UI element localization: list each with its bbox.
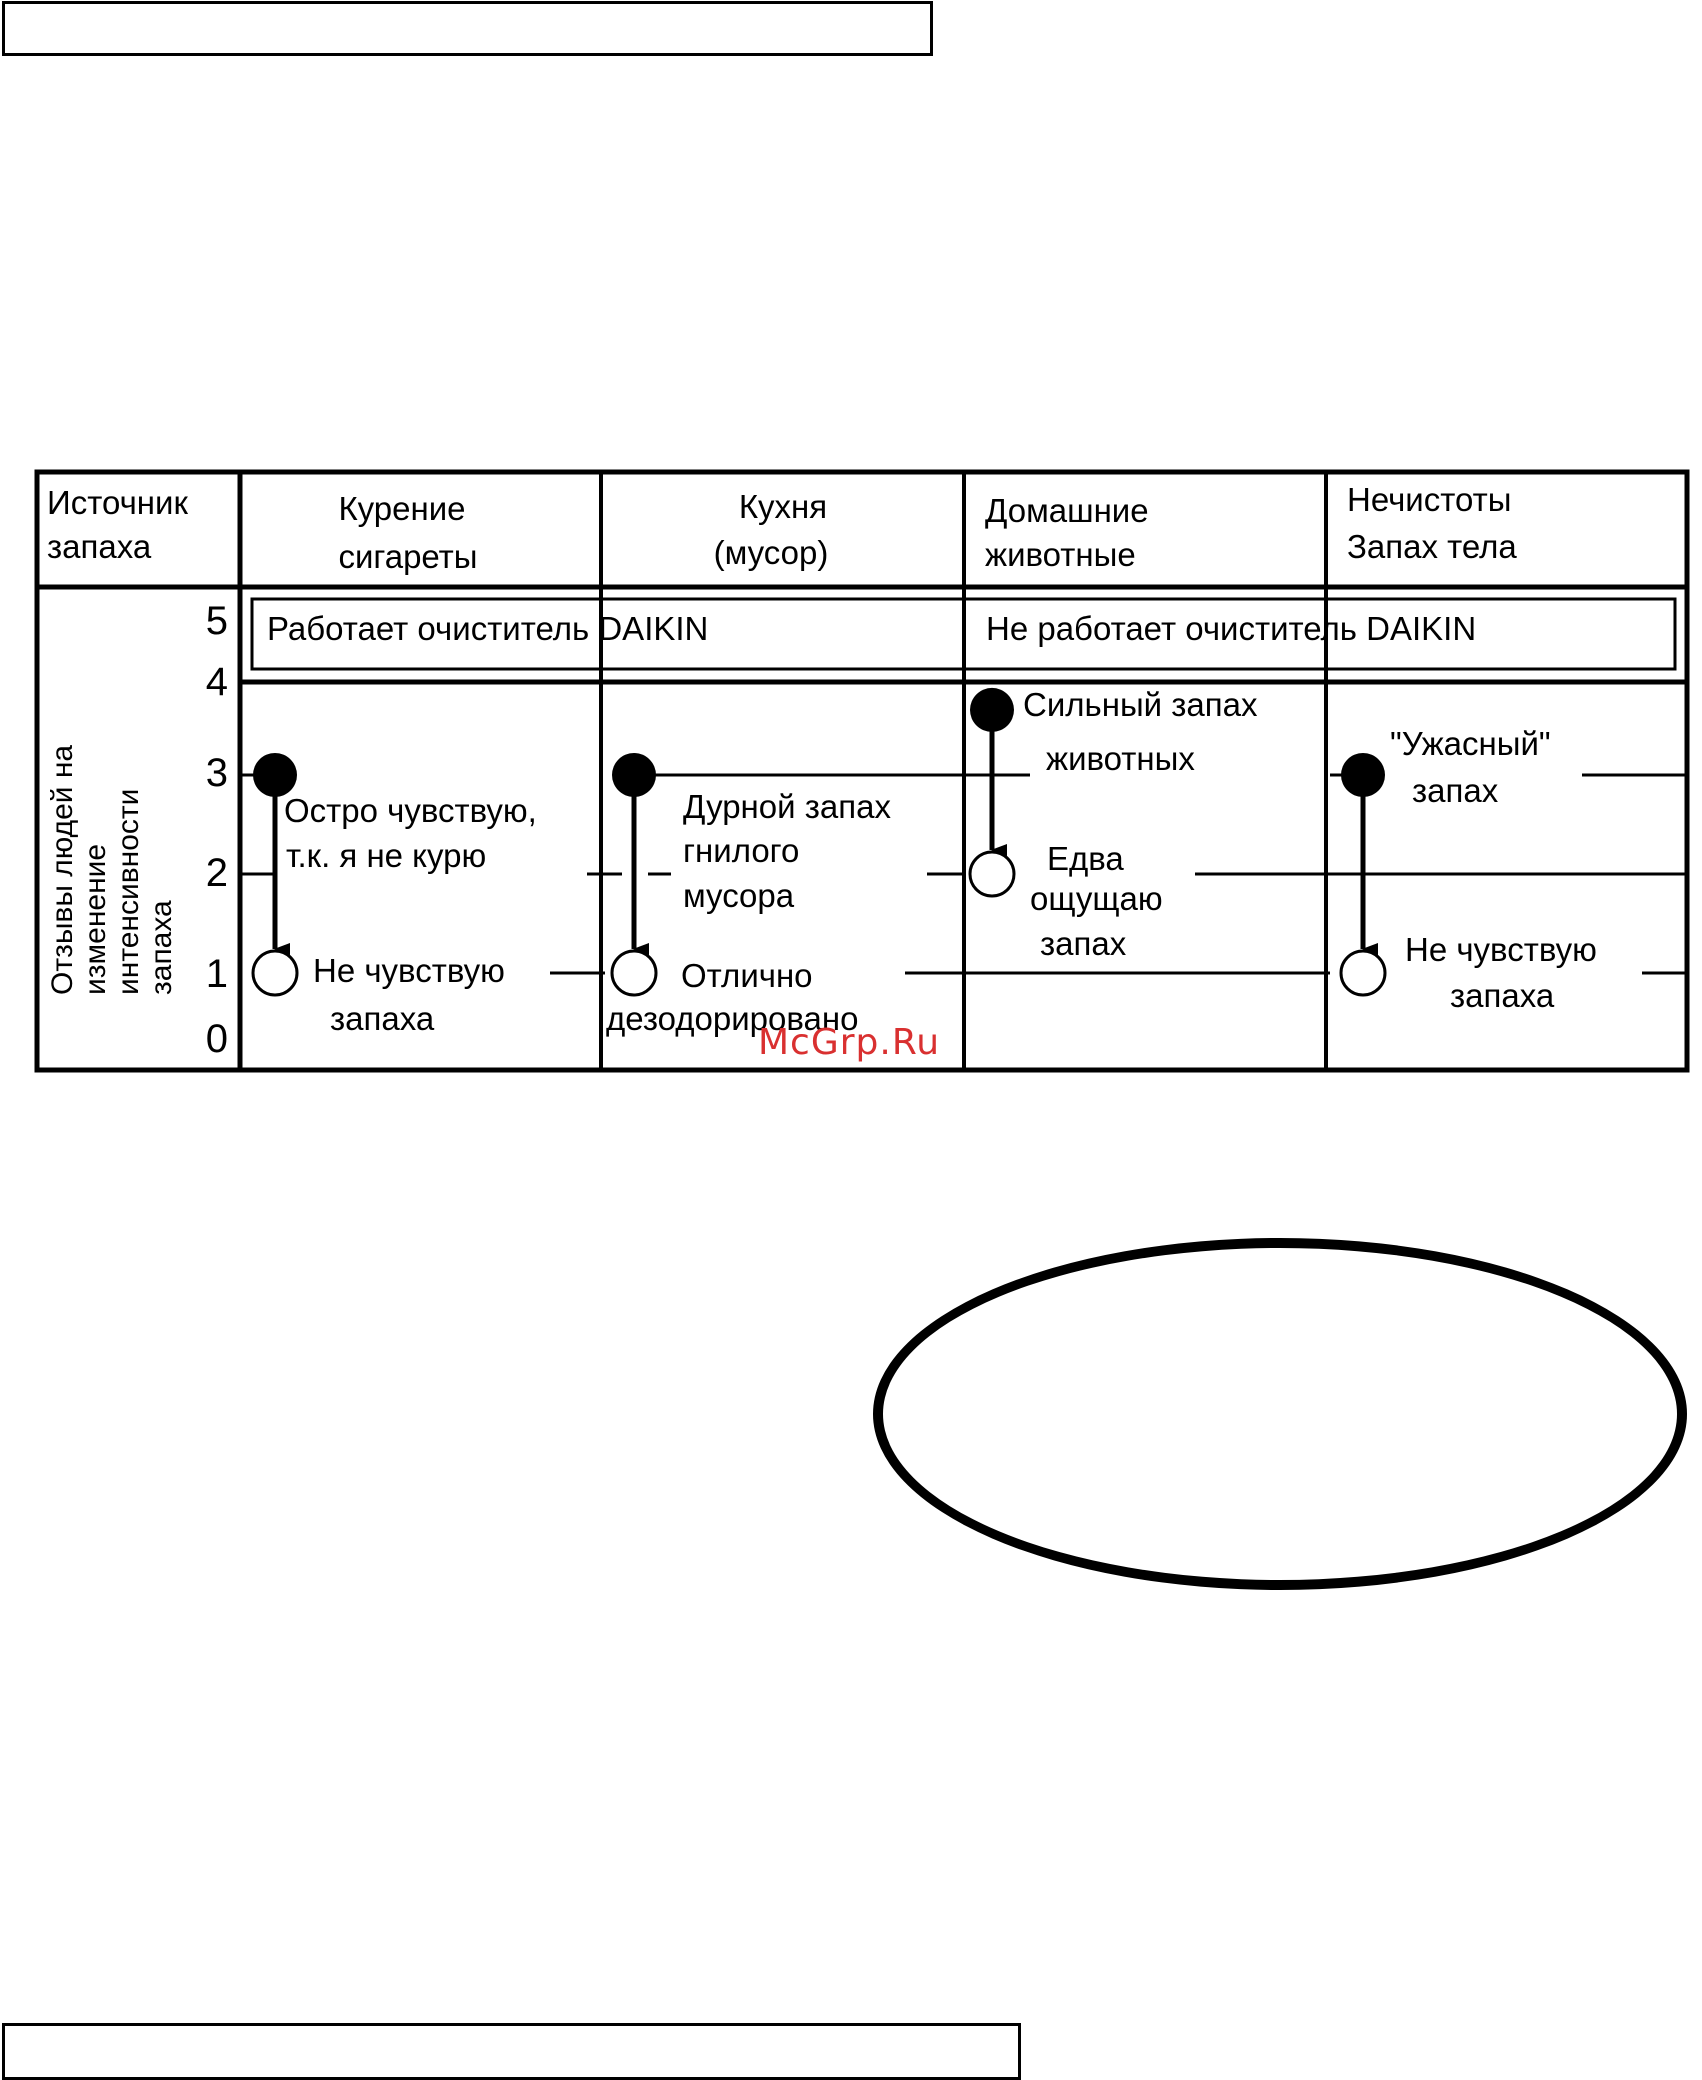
legend-working: Работает очиститель DAIKIN: [267, 610, 708, 647]
table-frame: [34, 469, 1690, 1073]
column-header-pets: Домашние животные: [985, 492, 1149, 573]
column-header-kitchen: Кухня (мусор): [714, 488, 829, 571]
column-header-smoking-line-2: сигареты: [338, 538, 477, 575]
y-tick-1: 1: [206, 952, 228, 996]
y-axis-label-line-2: изменение: [79, 844, 112, 995]
point-on-kitchen: [610, 949, 658, 997]
footer-frame: [2, 2023, 1021, 2080]
point-off-odor: [1341, 753, 1385, 797]
kitchen-on-label-1: Отлично: [681, 957, 813, 994]
point-on-pets: [968, 850, 1016, 898]
point-off-pets: [970, 687, 1014, 732]
corner-header: Источник запаха: [47, 484, 188, 565]
y-tick-4: 4: [206, 660, 228, 704]
odor-chart: Источник запаха Курение сигареты Кухня (…: [34, 469, 1690, 1073]
corner-header-line-1: Источник: [47, 484, 188, 521]
pets-off-label-1: Сильный запах: [1023, 686, 1258, 723]
column-header-pets-line-1: Домашние: [985, 492, 1149, 529]
annotations-smoking: Остро чувствую, т.к. я не курю Не чувств…: [284, 792, 537, 1037]
y-tick-3: 3: [206, 751, 228, 795]
table-grid: [34, 469, 1690, 1073]
legend-box: [250, 597, 1677, 671]
smoking-off-label-2: т.к. я не курю: [286, 837, 486, 874]
column-header-kitchen-line-2: (мусор): [714, 534, 829, 571]
odor-on-label-1: Не чувствую: [1405, 931, 1597, 968]
kitchen-off-label-3: мусора: [683, 877, 795, 914]
odor-on-label-2: запаха: [1450, 977, 1555, 1014]
y-tick-0: 0: [206, 1017, 228, 1061]
odor-off-label-2: запах: [1412, 772, 1499, 809]
odor-off-label-1: "Ужасный": [1390, 725, 1551, 762]
pets-off-label-2: животных: [1046, 740, 1195, 777]
annotations-odor: "Ужасный" запах Не чувствую запаха: [1390, 725, 1597, 1014]
y-tick-2: 2: [206, 851, 228, 895]
empty-ellipse: [873, 1238, 1687, 1590]
y-axis-label-line-3: интенсивности: [112, 789, 145, 995]
column-header-odor: Нечистоты Запах тела: [1347, 481, 1517, 565]
point-off-kitchen: [612, 753, 656, 797]
kitchen-off-label-1: Дурной запах: [683, 788, 891, 825]
annotations-kitchen: Дурной запах гнилого мусора Отлично дезо…: [606, 788, 891, 1037]
y-tick-5: 5: [206, 599, 228, 643]
pets-on-label-2: ощущаю: [1030, 880, 1163, 917]
kitchen-off-label-2: гнилого: [683, 832, 799, 869]
corner-header-line-2: запаха: [47, 528, 152, 565]
pets-on-label-1: Едва: [1047, 840, 1124, 877]
y-axis-label: Отзывы людей на изменение интенсивности …: [46, 745, 178, 995]
data-marks: [251, 687, 1387, 997]
pets-on-label-3: запах: [1040, 925, 1127, 962]
legend-not-working: Не работает очиститель DAIKIN: [986, 610, 1476, 647]
kitchen-on-label-2: дезодорировано: [606, 1000, 858, 1037]
y-axis-label-line-4: запаха: [145, 900, 178, 995]
point-on-odor: [1339, 949, 1387, 997]
column-header-pets-line-2: животные: [985, 536, 1136, 573]
column-header-smoking-line-1: Курение: [338, 490, 465, 527]
smoking-on-label-1: Не чувствую: [313, 952, 505, 989]
point-off-smoking: [253, 753, 297, 797]
smoking-off-label-1: Остро чувствую,: [284, 792, 537, 829]
point-on-smoking: [251, 949, 299, 997]
watermark: McGrp.Ru: [758, 1022, 941, 1063]
column-header-odor-line-2: Запах тела: [1347, 528, 1517, 565]
y-axis-label-line-1: Отзывы людей на: [46, 745, 79, 995]
column-header-kitchen-line-1: Кухня: [739, 488, 827, 525]
level-guides: [240, 773, 1687, 975]
y-ticks: 5 4 3 2 1 0: [206, 599, 228, 1061]
annotations-pets: Сильный запах животных Едва ощущаю запах: [1023, 686, 1258, 962]
column-header-odor-line-1: Нечистоты: [1347, 481, 1511, 518]
header-frame: [2, 1, 933, 56]
column-header-smoking: Курение сигареты: [338, 490, 477, 575]
smoking-on-label-2: запаха: [330, 1000, 435, 1037]
